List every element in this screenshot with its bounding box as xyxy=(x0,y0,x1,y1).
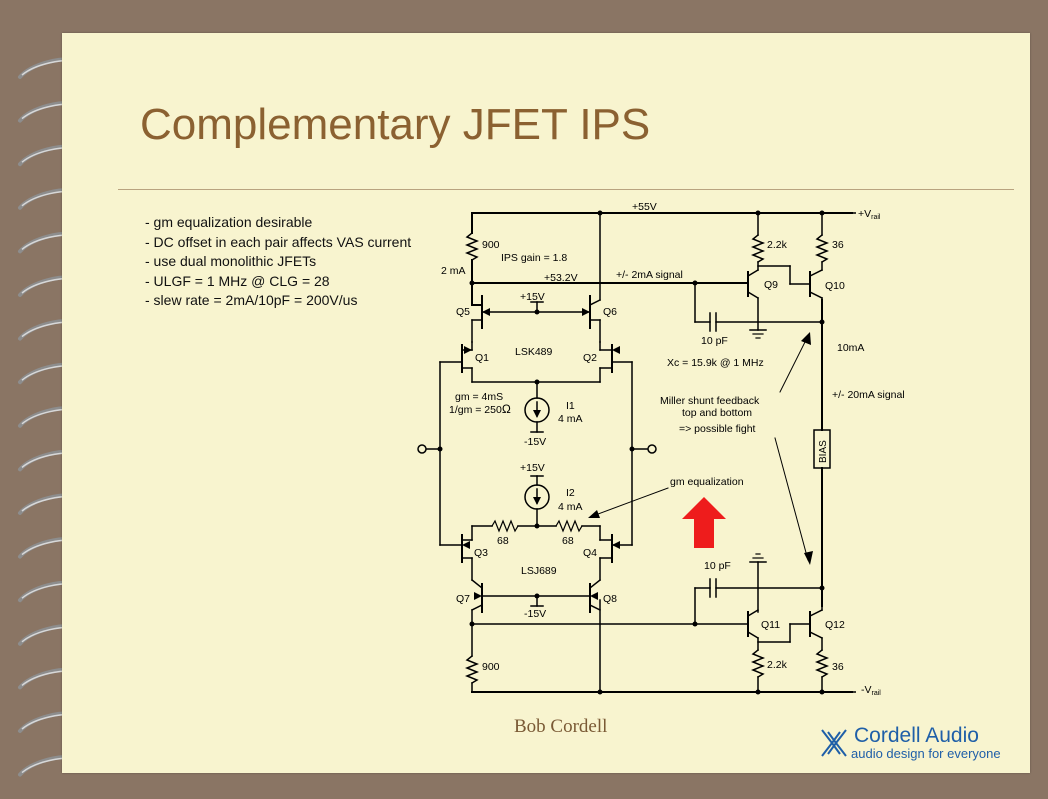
label-one-over-gm: 1/gm = 250Ω xyxy=(449,402,511,416)
label-q9: Q9 xyxy=(764,279,778,291)
label-gm-eq: gm equalization xyxy=(670,476,744,488)
label-i1: I1 xyxy=(566,400,575,412)
bullet-item: - gm equalization desirable xyxy=(145,214,313,230)
label-r-q3: 68 xyxy=(497,535,509,547)
label-minus15-a: -15V xyxy=(524,436,546,448)
label-i1-val: 4 mA xyxy=(558,413,583,425)
logo-tagline: audio design for everyone xyxy=(851,746,1001,761)
label-q7: Q7 xyxy=(456,593,470,605)
label-plus15-a: +15V xyxy=(520,291,545,303)
logo-name: Cordell Audio xyxy=(854,724,979,747)
label-q10: Q10 xyxy=(825,280,845,292)
label-node-v: +53.2V xyxy=(544,272,578,284)
label-q2: Q2 xyxy=(583,352,597,364)
label-r-q12: 36 xyxy=(832,661,844,673)
bullet-list: - gm equalization desirable - DC offset … xyxy=(145,213,411,311)
label-ips-gain: IPS gain = 1.8 xyxy=(501,252,567,264)
label-2ma: 2 mA xyxy=(441,265,466,277)
label-r-q4: 68 xyxy=(562,535,574,547)
bullet-item: - ULGF = 1 MHz @ CLG = 28 xyxy=(145,272,330,289)
label-minus15-b: -15V xyxy=(524,608,546,620)
highlight-arrow xyxy=(682,497,726,548)
label-gm: gm = 4mS xyxy=(455,391,503,403)
author-name: Bob Cordell xyxy=(514,716,608,737)
label-q12: Q12 xyxy=(825,619,845,631)
label-bias: BIAS xyxy=(818,440,829,463)
label-cap-top: 10 pF xyxy=(701,335,728,347)
label-miller-2: top and bottom xyxy=(682,407,752,419)
label-r-q9: 2.2k xyxy=(767,239,788,251)
label-pos-rail: +Vrail xyxy=(858,208,881,221)
label-q4: Q4 xyxy=(583,547,597,559)
label-miller-1: Miller shunt feedback xyxy=(660,395,760,407)
label-i2: I2 xyxy=(566,487,575,499)
bullet-item: - slew rate = 2mA/10pF = 200V/us xyxy=(145,292,358,308)
label-10ma: 10mA xyxy=(837,342,864,354)
label-plus15-b: +15V xyxy=(520,462,545,474)
label-r-bot: 900 xyxy=(482,661,500,673)
label-lsk489: LSK489 xyxy=(515,346,553,358)
label-r-q11: 2.2k xyxy=(767,659,788,671)
label-miller-3: => possible fight xyxy=(679,423,756,435)
label-r-top: 900 xyxy=(482,239,500,251)
slide-title: Complementary JFET IPS xyxy=(140,100,651,149)
bullet-item: - use dual monolithic JFETs xyxy=(145,253,317,269)
label-q1: Q1 xyxy=(475,352,489,364)
label-neg-rail: -Vrail xyxy=(861,684,881,697)
label-cap-bot: 10 pF xyxy=(704,560,731,572)
label-r-q10: 36 xyxy=(832,239,844,251)
label-q6: Q6 xyxy=(603,306,617,318)
logo-wave-icon xyxy=(821,729,847,757)
label-lsj689: LSJ689 xyxy=(521,565,557,577)
bullet-item: - DC offset in each pair affects VAS cur… xyxy=(145,233,412,250)
label-q3: Q3 xyxy=(474,547,488,559)
label-signal-2ma: +/- 2mA signal xyxy=(616,269,683,281)
label-plus55: +55V xyxy=(632,201,657,213)
label-q11: Q11 xyxy=(761,619,780,631)
title-divider xyxy=(118,189,1014,190)
label-xc: Xc = 15.9k @ 1 MHz xyxy=(667,357,764,369)
label-signal-20ma: +/- 20mA signal xyxy=(832,389,905,401)
label-q5: Q5 xyxy=(456,306,470,318)
label-i2-val: 4 mA xyxy=(558,501,583,513)
cordell-audio-logo: Cordell Audio audio design for everyone xyxy=(818,724,1016,764)
label-q8: Q8 xyxy=(603,593,617,605)
